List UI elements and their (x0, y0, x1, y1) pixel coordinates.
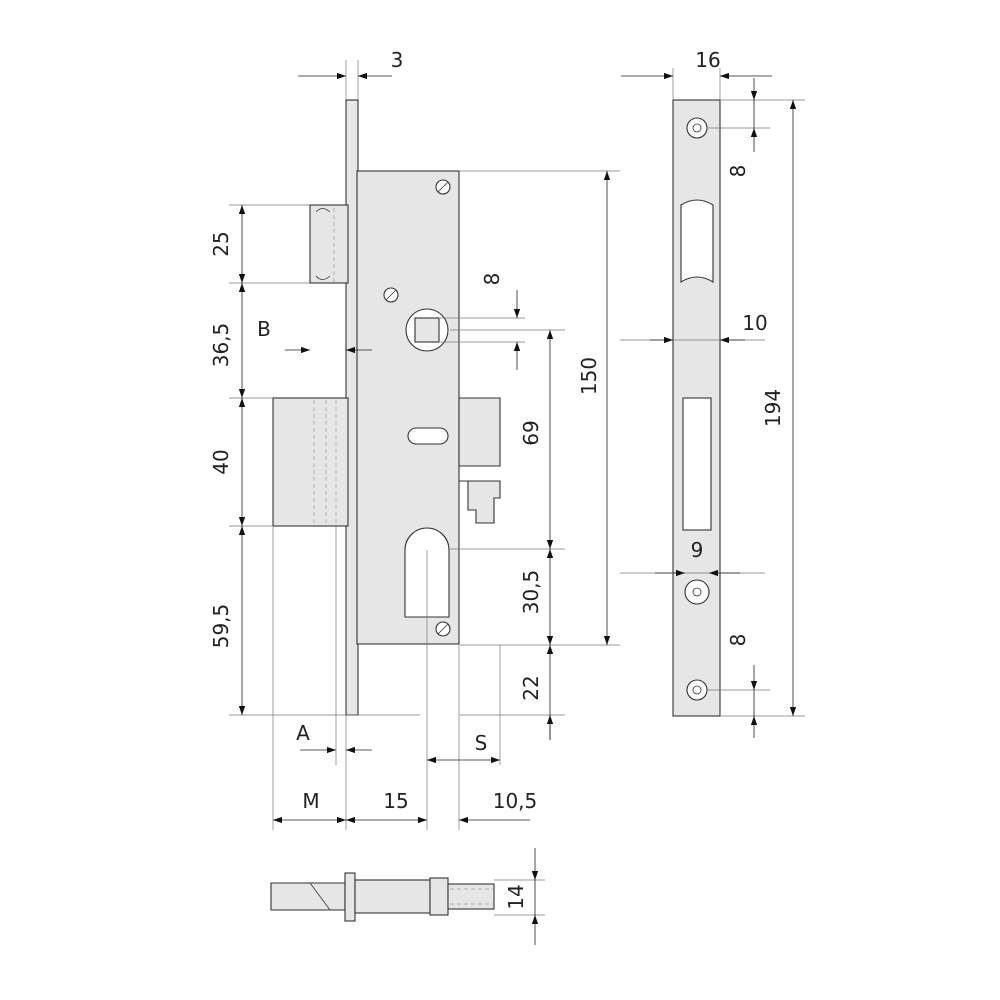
screw-top (435, 179, 451, 195)
extension-lines (229, 60, 805, 916)
label-22: 22 (519, 675, 543, 700)
label-30-5: 30,5 (519, 570, 543, 615)
tail-piece (459, 480, 501, 524)
strike-bolt-hole (682, 397, 712, 531)
label-s: S (475, 731, 488, 755)
label-69: 69 (519, 420, 543, 445)
strike-plate (672, 99, 721, 717)
label-10-5: 10,5 (493, 789, 538, 813)
spindle-square (414, 317, 440, 343)
label-15: 15 (383, 789, 408, 813)
label-16: 16 (695, 48, 720, 72)
label-14: 14 (504, 884, 528, 909)
label-9: 9 (691, 538, 704, 562)
label-8-strike-bottom: 8 (726, 634, 750, 647)
dimension-labels: 3 16 25 36,5 40 59,5 B 8 69 150 30,5 22 … (209, 48, 785, 910)
label-194: 194 (761, 389, 785, 427)
lock-body (272, 99, 501, 716)
bolt-side-view (270, 872, 495, 922)
label-36-5: 36,5 (209, 323, 233, 368)
label-8-spindle: 8 (480, 273, 504, 286)
screw-mid (383, 287, 399, 303)
deadbolt (272, 397, 349, 527)
label-25: 25 (209, 231, 233, 256)
bolt-guide (458, 397, 501, 467)
label-m: M (302, 789, 319, 813)
label-40: 40 (209, 449, 233, 474)
latch-bolt (309, 204, 349, 284)
label-a: A (296, 721, 310, 745)
label-59-5: 59,5 (209, 604, 233, 649)
strike-latch-hole (680, 199, 714, 283)
label-10: 10 (742, 311, 767, 335)
label-b: B (257, 317, 271, 341)
dimension-lines (238, 72, 797, 945)
label-150: 150 (577, 357, 601, 395)
label-8-strike-top: 8 (726, 165, 750, 178)
spindle-hub (405, 308, 449, 352)
slot (407, 427, 449, 445)
label-3: 3 (391, 48, 404, 72)
screw-bottom (435, 621, 451, 637)
